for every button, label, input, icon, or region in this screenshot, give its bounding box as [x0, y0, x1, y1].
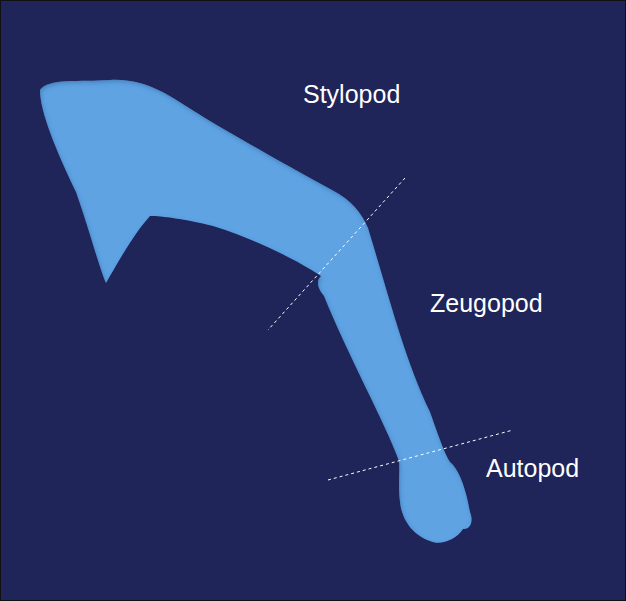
limb-shape [40, 80, 472, 543]
region-label: Zeugopod [430, 288, 543, 318]
boundary-line [328, 430, 513, 480]
boundary-line [268, 178, 405, 330]
region-label: Autopod [486, 453, 579, 483]
region-label: Stylopod [303, 79, 400, 109]
